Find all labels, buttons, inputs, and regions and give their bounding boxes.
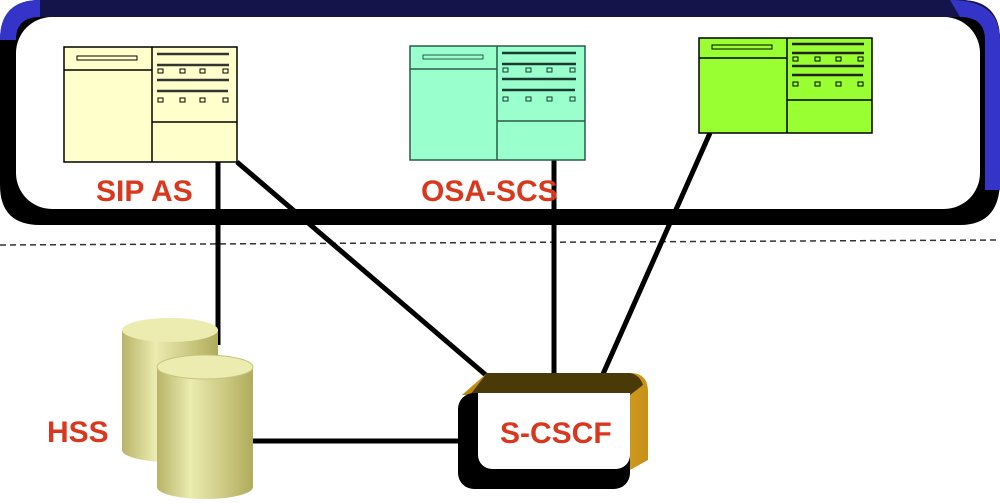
connection-lines: [215, 131, 713, 444]
osa-scs-server-icon: [409, 45, 586, 161]
s-cscf-label: S-CSCF: [500, 417, 612, 450]
link-sip-as-s-cscf: [235, 160, 489, 378]
hss-database-icon: [122, 318, 254, 499]
sip-as-server-icon: [63, 46, 238, 163]
layer-separator-dashed: [0, 239, 1000, 246]
s-cscf-node-icon: [458, 373, 648, 489]
osa-scs-label: OSA-SCS: [421, 175, 558, 208]
sip-as-label: SIP AS: [96, 175, 193, 208]
link-third-server-s-cscf: [600, 131, 713, 376]
hss-label: HSS: [47, 416, 109, 449]
third-server-icon: [698, 37, 873, 134]
